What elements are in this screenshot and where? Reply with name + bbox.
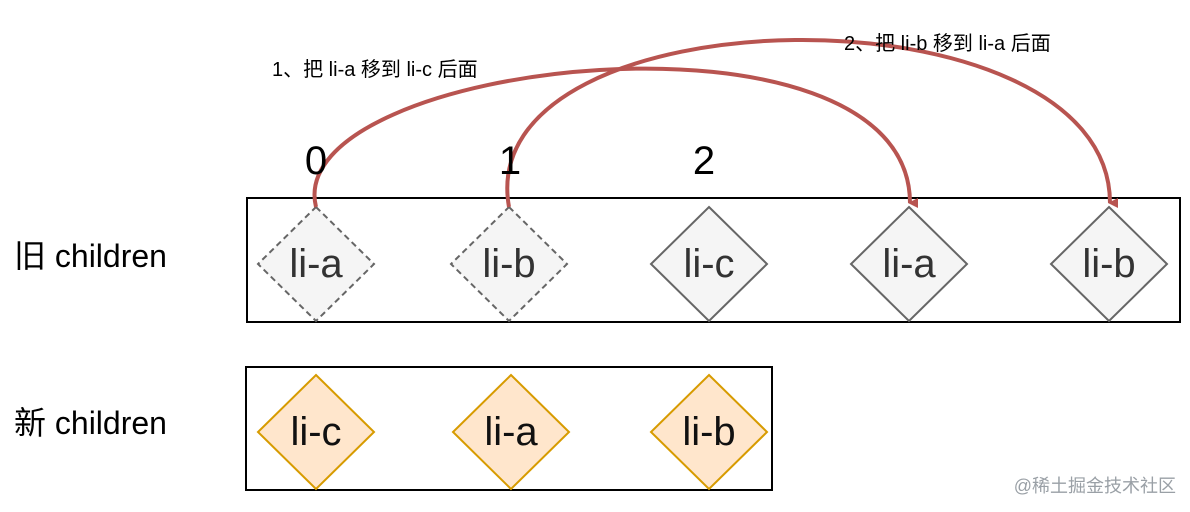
index-label-0: 0 <box>304 139 328 183</box>
old-children-label: 旧 children <box>14 238 167 274</box>
new-diamond-li-b <box>649 373 769 491</box>
new-children-container <box>245 366 773 491</box>
old-diamond-li-a-moved <box>849 205 969 323</box>
move-label-1: 1、把 li-a 移到 li-c 后面 <box>272 59 478 81</box>
new-item-li-a: li-a <box>484 410 538 454</box>
new-item-li-b: li-b <box>682 410 736 454</box>
old-item-li-b: li-b <box>482 242 536 286</box>
old-diamond-li-b-1 <box>449 205 569 323</box>
new-diamond-li-c <box>256 373 376 491</box>
index-label-1: 1 <box>498 139 522 183</box>
old-diamond-li-a-0 <box>256 205 376 323</box>
move-arrow-2 <box>505 37 1119 208</box>
old-item-li-a-moved: li-a <box>882 242 936 286</box>
new-children-label: 新 children <box>14 405 167 441</box>
old-diamond-li-c-2 <box>649 205 769 323</box>
old-item-li-b-moved: li-b <box>1082 242 1136 286</box>
new-diamond-li-a <box>451 373 571 491</box>
new-item-li-c: li-c <box>290 410 342 454</box>
old-item-li-c: li-c <box>683 242 735 286</box>
index-label-2: 2 <box>692 139 716 183</box>
old-item-li-a: li-a <box>289 242 343 286</box>
move-label-2: 2、把 li-b 移到 li-a 后面 <box>844 33 1051 55</box>
old-diamond-li-b-moved <box>1049 205 1169 323</box>
watermark: @稀土掘金技术社区 <box>1013 476 1176 496</box>
move-arrow-1 <box>312 66 919 208</box>
old-children-container <box>246 197 1181 323</box>
